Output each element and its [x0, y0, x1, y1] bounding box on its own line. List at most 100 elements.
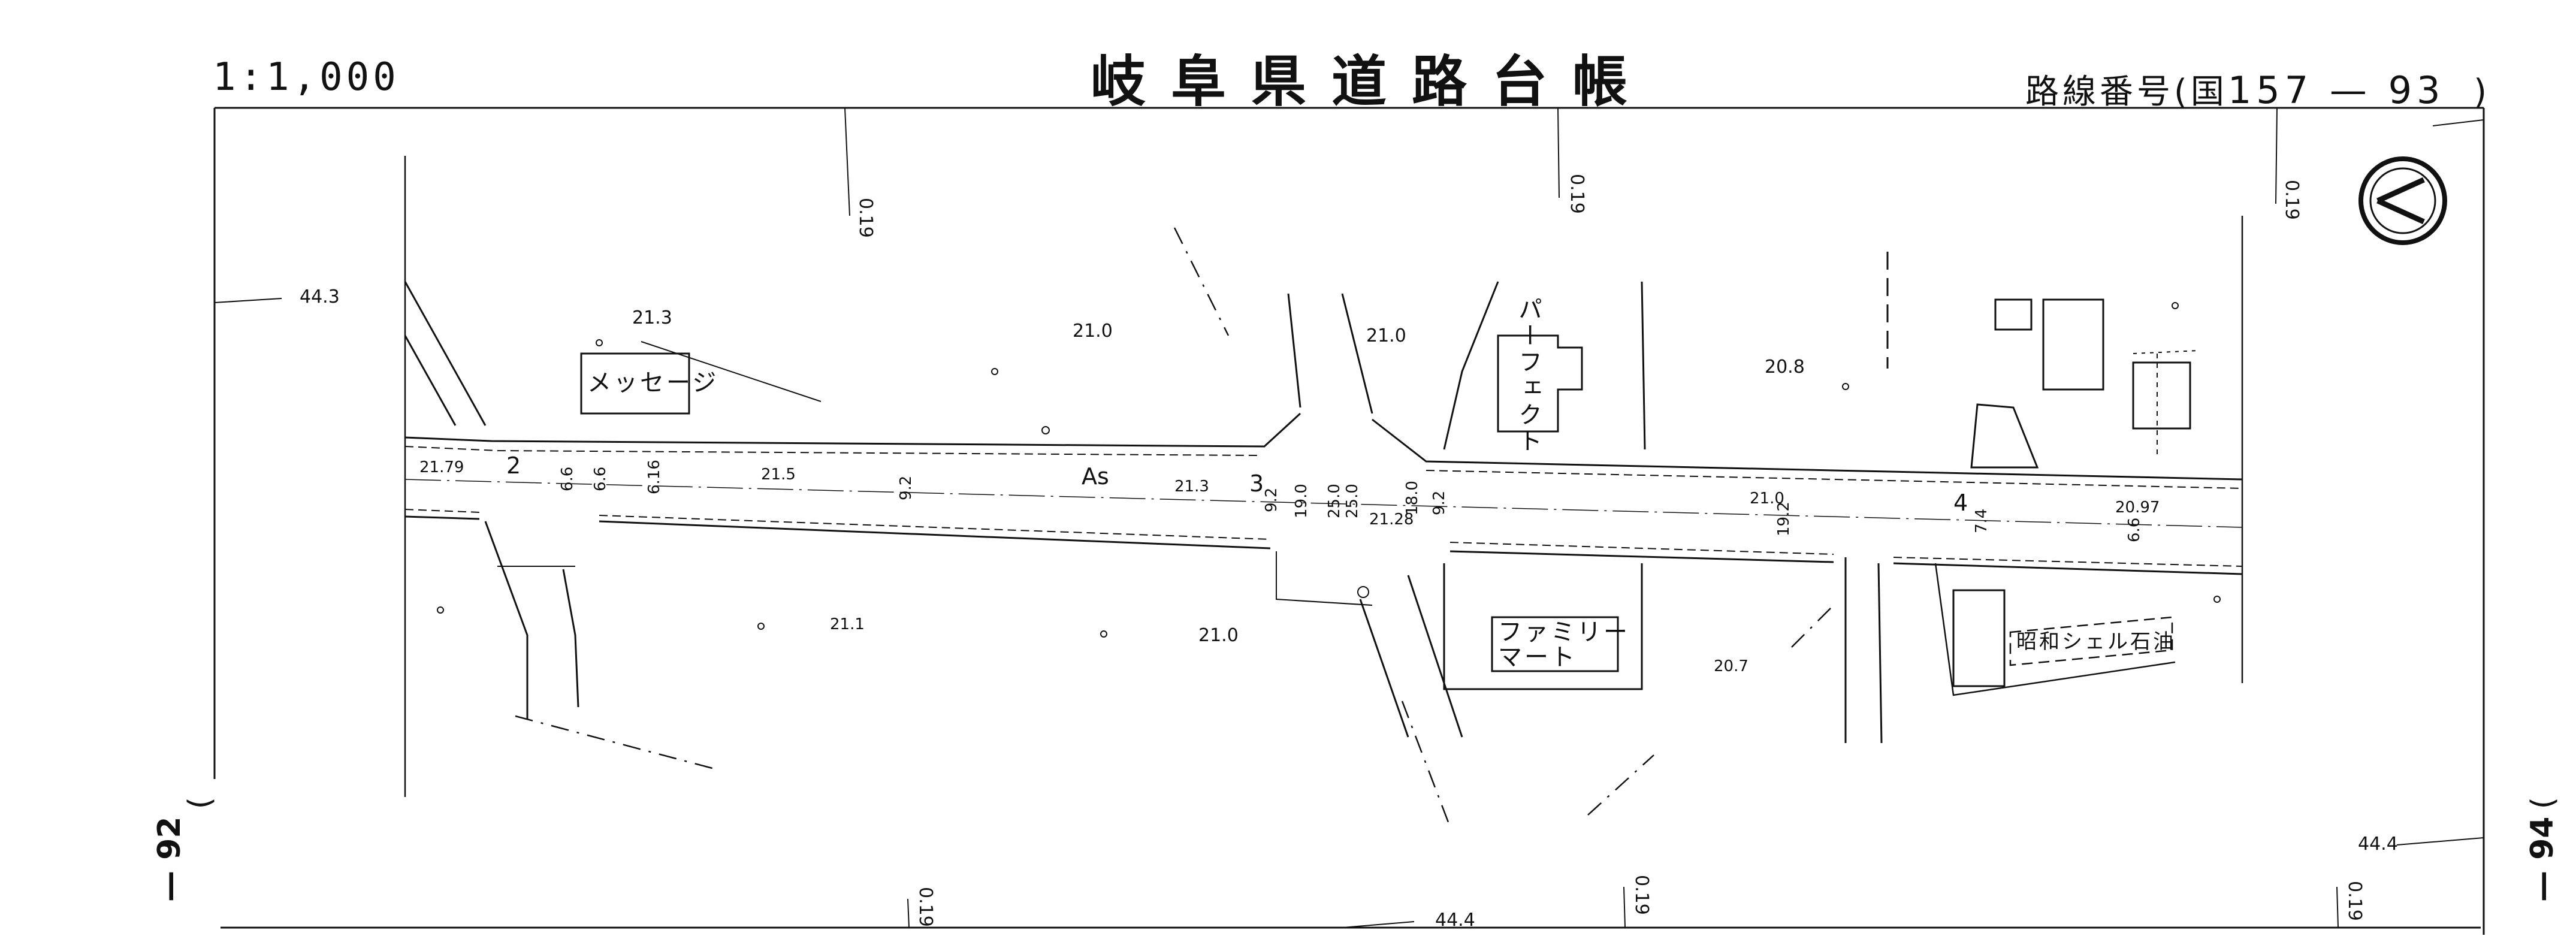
building-2 [2042, 298, 2104, 391]
property-line-perfect [1443, 281, 1499, 450]
road-edge-south [404, 515, 2243, 575]
road-curb-north [404, 446, 2243, 489]
building-3 [2132, 361, 2191, 430]
building-4 [1970, 403, 2039, 469]
property-line-shell [1934, 563, 2176, 696]
road-centre-line [404, 479, 2243, 528]
grid-label-top-2: 0.19 [1566, 174, 1587, 214]
road-width-label: 9.2 [1263, 488, 1281, 512]
sheet-ref-right-paren: ) [2526, 797, 2562, 809]
crossroad-west-north [404, 281, 487, 426]
route-number: 路線番号(国157 — 93 ) [2025, 65, 2490, 113]
building-message [580, 352, 690, 415]
grid-label-bottom-3: 0.19 [2344, 881, 2365, 921]
grid-line-top-3 [2275, 107, 2278, 204]
building-perfect [1497, 334, 1583, 433]
road-surface-label: As [1082, 463, 1109, 490]
spot-height: 20.7 [1714, 657, 1748, 675]
grid-line-top-2 [1557, 107, 1560, 198]
building-shell [2009, 616, 2173, 666]
grid-label-bottom-2: 0.19 [1631, 875, 1652, 915]
road-width-label: 19.0 [1292, 484, 1310, 518]
building-label-message: メッセージ [587, 369, 718, 397]
boundary-line-5 [1791, 605, 1834, 648]
utility-pole [757, 623, 765, 630]
boundary-line-3 [1401, 701, 1451, 828]
road-width-label: 19.2 [1775, 502, 1793, 536]
route-suffix: ) [2474, 73, 2490, 111]
grid-label-top-3: 0.19 [2281, 180, 2302, 220]
property-line-dotted-top [2133, 350, 2200, 354]
road-section-number: 2 [506, 452, 521, 479]
spot-height: 20.97 [2115, 499, 2160, 517]
spot-height: 21.0 [1198, 625, 1239, 646]
property-line-familymart [1443, 563, 1643, 690]
north-arrow-icon [2358, 156, 2447, 245]
road-width-label: 25.0 [1325, 484, 1343, 518]
frame-corner-tick [2432, 119, 2484, 126]
spot-height: 21.0 [1366, 325, 1406, 346]
grid-label-left-y: 44.3 [300, 286, 340, 307]
road-width-label: 6.6 [591, 467, 609, 491]
route-prefix: 路線番号(国 [2025, 73, 2228, 111]
route-number-value: 157 — 93 [2227, 68, 2445, 112]
spot-height: 20.8 [1765, 357, 1805, 378]
grid-label-bottom-1: 0.19 [915, 887, 936, 927]
building-shell-canopy [1952, 589, 2006, 687]
road-width-label: 6.16 [645, 460, 663, 494]
manhole [1357, 586, 1369, 598]
grid-line-top-1 [844, 107, 850, 216]
manhole [1041, 426, 1050, 434]
crossroad-centre-south [1359, 575, 1463, 738]
utility-pole [991, 368, 998, 375]
spot-height: 21.3 [1174, 478, 1209, 496]
property-line-north [1641, 281, 1646, 450]
utility-pole [596, 339, 603, 346]
road-width-label: 7.4 [1973, 509, 1991, 533]
map-title: 岐阜県道路台帳 [1091, 50, 1653, 114]
crossroad-west-south [484, 521, 579, 719]
boundary-line-2 [515, 715, 720, 771]
sheet-ref-right: — 94 [2524, 817, 2560, 902]
spot-height: 21.5 [761, 466, 796, 484]
grid-line-left [214, 298, 282, 303]
leader-line-message [641, 341, 822, 402]
grid-line-right [2396, 837, 2484, 846]
road-width-label: 18.0 [1403, 481, 1421, 515]
utility-pole [2213, 596, 2221, 603]
grid-line-bottom-y [1342, 921, 1415, 928]
utility-pole [2172, 302, 2179, 309]
spot-height: 21.28 [1369, 511, 1414, 529]
building-small-1 [1994, 298, 2033, 331]
utility-pole [437, 606, 444, 614]
grid-label-top-1: 0.19 [855, 198, 876, 238]
building-label-perfect: パーフェクト [1514, 297, 1542, 455]
road-section-number: 4 [1953, 490, 1968, 516]
spot-height: 21.0 [1073, 321, 1113, 342]
building-label-familymart-1: ファミリー [1498, 618, 1630, 646]
road-width-label: 9.2 [1430, 491, 1448, 515]
road-edge-north [404, 412, 2243, 481]
road-width-label: 6.6 [2125, 518, 2143, 542]
corner-lot [1276, 551, 1373, 606]
grid-label-right-y: 44.4 [2358, 834, 2398, 855]
utility-pole [1842, 383, 1849, 390]
road-curb-south [404, 509, 2243, 567]
road-section-number: 3 [1249, 470, 1264, 497]
road-width-label: 9.2 [897, 476, 915, 500]
building-familymart [1491, 616, 1619, 672]
sheet-ref-left-paren: ) [183, 797, 219, 809]
crossroad-centre-north [1287, 293, 1373, 414]
sheet-ref-left: — 92 [152, 817, 188, 902]
spot-height: 21.79 [419, 458, 464, 476]
grid-line-bottom-3 [2336, 886, 2339, 928]
spot-height: 21.3 [632, 307, 672, 328]
road-width-label: 6.6 [558, 467, 576, 491]
side-road-east [1844, 557, 1883, 744]
road-width-label: 25.0 [1343, 484, 1361, 518]
utility-pole [1100, 630, 1107, 638]
grid-line-bottom-2 [1623, 886, 1626, 928]
spot-height: 21.0 [1750, 490, 1784, 508]
grid-line-bottom-1 [907, 898, 910, 928]
